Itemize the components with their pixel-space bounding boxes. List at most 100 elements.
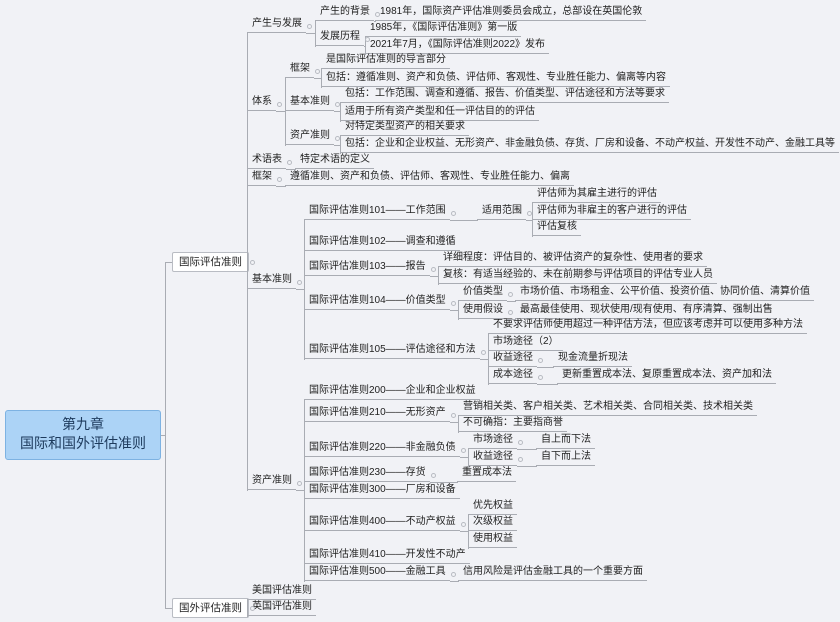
main-topic[interactable]: 国外评估准则: [172, 598, 249, 618]
connector-line: [286, 169, 295, 170]
connector-line: [285, 186, 286, 187]
leaf-topic[interactable]: 优先权益: [468, 499, 517, 515]
leaf-topic[interactable]: 使用权益: [468, 532, 517, 548]
collapse-dot: [431, 473, 436, 478]
leaf-topic[interactable]: 遵循准则、资产和负债、评估师、客观性、专业胜任能力、偏离: [285, 170, 574, 186]
connector-line: [532, 203, 533, 237]
connector-line: [515, 319, 516, 320]
topic[interactable]: 国际评估准则101——工作范围: [304, 204, 450, 220]
connector-line: [450, 422, 458, 423]
topic[interactable]: 国际评估准则105——评估途径和方法: [304, 343, 480, 359]
topic[interactable]: 产生与发展: [247, 17, 306, 33]
collapse-dot: [431, 267, 436, 272]
topic[interactable]: 国际评估准则220——非金融负债: [304, 441, 460, 457]
leaf-topic[interactable]: 1981年，国际资产评估准则委员会成立，总部设在英国伦敦: [375, 5, 647, 21]
connector-line: [295, 169, 296, 170]
connector-line: [537, 384, 557, 385]
topic[interactable]: 资产准则: [285, 129, 334, 145]
leaf-topic[interactable]: 包括：遵循准则、资产和负债、评估师、客观性、专业胜任能力、偏离等内容: [321, 71, 670, 87]
collapse-dot: [297, 280, 302, 285]
topic[interactable]: 框架: [247, 170, 276, 186]
leaf-topic[interactable]: 国际评估准则300——厂房和设备: [304, 483, 460, 499]
connector-line: [537, 367, 553, 368]
main-topic[interactable]: 国际评估准则: [172, 252, 249, 272]
leaf-topic[interactable]: 国际评估准则410——开发性不动产: [304, 548, 470, 564]
leaf-topic[interactable]: 国际评估准则102——调查和遵循: [304, 235, 460, 251]
leaf-topic[interactable]: 包括：企业和企业权益、无形资产、非金融负债、存货、厂房和设备、不动产权益、开发性…: [340, 137, 839, 153]
connector-line: [304, 220, 305, 360]
connector-line: [458, 581, 459, 582]
topic[interactable]: 产生的背景: [315, 5, 374, 21]
leaf-topic[interactable]: 评估复核: [532, 220, 581, 236]
leaf-topic[interactable]: 是国际评估准则的导言部分: [321, 53, 450, 69]
leaf-topic[interactable]: 自下而上法: [536, 450, 595, 466]
leaf-topic[interactable]: 营销相关类、客户相关类、艺术相关类、合同相关类、技术相关类: [458, 400, 757, 416]
connector-line: [468, 515, 469, 549]
collapse-dot: [250, 606, 255, 611]
leaf-topic[interactable]: 特定术语的定义: [295, 153, 374, 169]
topic[interactable]: 价值类型: [458, 285, 507, 301]
connector-line: [334, 111, 340, 112]
leaf-topic[interactable]: 最高最佳使用、现状使用/现有使用、有序清算、强制出售: [515, 303, 777, 319]
collapse-dot: [527, 211, 532, 216]
topic[interactable]: 国际评估准则230——存货: [304, 466, 430, 482]
leaf-topic[interactable]: 适用于所有资产类型和任一评估目的的评估: [340, 105, 539, 121]
topic[interactable]: 基本准则: [285, 95, 334, 111]
leaf-topic[interactable]: 详细程度：评估目的、被评估资产的复杂性、使用者的要求: [438, 251, 707, 267]
connector-line: [458, 416, 459, 433]
connector-line: [165, 608, 172, 609]
topic[interactable]: 市场途径: [468, 433, 517, 449]
topic[interactable]: 基本准则: [247, 273, 296, 289]
leaf-topic[interactable]: 市场途径（2）: [488, 335, 563, 351]
leaf-topic[interactable]: 包括：工作范围、调查和遵循、报告、价值类型、评估途径和方法等要求: [340, 87, 669, 103]
leaf-topic[interactable]: 现金流量折现法: [553, 351, 632, 367]
connector-line: [480, 359, 488, 360]
central-topic[interactable]: 第九章 国际和国外评估准则: [5, 410, 161, 460]
topic[interactable]: 框架: [285, 62, 314, 78]
connector-line: [334, 145, 340, 146]
topic[interactable]: 国际评估准则210——无形资产: [304, 406, 450, 422]
topic[interactable]: 发展历程: [315, 30, 364, 46]
topic[interactable]: 体系: [247, 95, 276, 111]
collapse-dot: [315, 69, 320, 74]
topic[interactable]: 国际评估准则103——报告: [304, 260, 430, 276]
chapter-title: 国际和国外评估准则: [20, 435, 146, 451]
topic[interactable]: 国际评估准则400——不动产权益: [304, 515, 460, 531]
collapse-dot: [297, 481, 302, 486]
topic[interactable]: 使用假设: [458, 303, 507, 319]
topic[interactable]: 资产准则: [247, 474, 296, 490]
collapse-dot: [481, 350, 486, 355]
leaf-topic[interactable]: 不可确指：主要指商誉: [458, 416, 567, 432]
leaf-topic[interactable]: 不要求评估师使用超过一种评估方法，但应该考虑并可以使用多种方法: [488, 318, 807, 334]
leaf-topic[interactable]: 复核：有适当经验的、未在前期参与评估项目的评估专业人员: [438, 268, 717, 284]
leaf-topic[interactable]: 1985年，《国际评估准则》第一版: [365, 21, 522, 37]
leaf-topic[interactable]: 次级权益: [468, 515, 517, 531]
leaf-topic[interactable]: 评估师为非雇主的客户进行的评估: [532, 204, 691, 220]
connector-line: [450, 220, 477, 221]
leaf-topic[interactable]: 国际评估准则200——企业和企业权益: [304, 384, 480, 400]
topic[interactable]: 成本途径: [488, 368, 537, 384]
leaf-topic[interactable]: 评估师为其雇主进行的评估: [532, 187, 661, 203]
connector-line: [468, 449, 469, 467]
topic[interactable]: 国际评估准则104——价值类型: [304, 294, 450, 310]
connector-line: [247, 33, 248, 491]
topic[interactable]: 国际评估准则500——金融工具: [304, 565, 450, 581]
leaf-topic[interactable]: 重置成本法: [457, 466, 516, 482]
connector-line: [515, 301, 516, 302]
connector-line: [306, 33, 315, 34]
leaf-topic[interactable]: 2021年7月，《国际评估准则2022》发布: [365, 38, 550, 54]
topic[interactable]: 收益途径: [468, 450, 517, 466]
leaf-topic[interactable]: 对特定类型资产的相关要求: [340, 120, 469, 136]
leaf-topic[interactable]: 信用风险是评估金融工具的一个重要方面: [458, 565, 647, 581]
leaf-topic[interactable]: 英国评估准则: [247, 600, 316, 616]
connector-line: [296, 289, 304, 290]
collapse-dot: [518, 440, 523, 445]
topic[interactable]: 收益途径: [488, 351, 537, 367]
connector-line: [315, 21, 316, 47]
leaf-topic[interactable]: 自上而下法: [536, 433, 595, 449]
leaf-topic[interactable]: 市场价值、市场租金、公平价值、投资价值、协同价值、清算价值: [515, 285, 814, 301]
topic[interactable]: 适用范围: [477, 204, 526, 220]
topic[interactable]: 术语表: [247, 153, 286, 169]
leaf-topic[interactable]: 更新重置成本法、复原重置成本法、资产加和法: [557, 368, 776, 384]
leaf-topic[interactable]: 美国评估准则: [247, 584, 316, 600]
